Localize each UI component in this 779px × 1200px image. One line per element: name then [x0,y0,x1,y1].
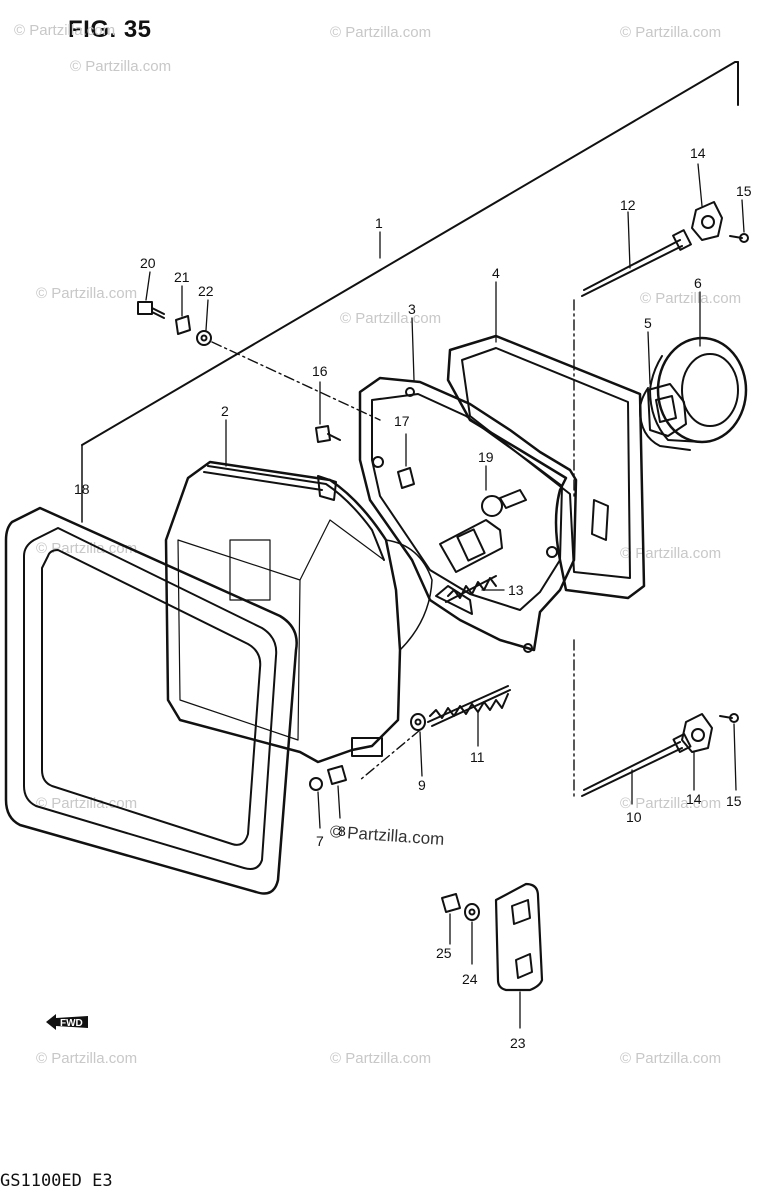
sealed-beam-unit [164,460,433,764]
callout-14-upper: 14 [690,145,706,161]
watermark: © Partzilla.com [14,22,116,39]
watermark: © Partzilla.com [36,540,138,557]
assembly-leader-1 [81,61,739,446]
headlight-bulb [439,489,527,573]
watermark: © Partzilla.com [620,545,722,562]
forward-arrow-icon: FWD [46,1014,88,1030]
callout-15-lower: 15 [726,793,742,809]
model-code: GS1100ED E3 [0,1171,113,1191]
nut-25 [441,893,461,913]
callout-9: 9 [418,777,426,793]
washer-9 [410,713,426,731]
callout-16: 16 [312,363,328,379]
housing-cover [639,336,748,451]
watermark: © Partzilla.com [620,1050,722,1067]
callout-20: 20 [140,255,156,271]
callout-11: 11 [470,749,485,765]
forward-arrow-label: FWD [60,1018,83,1029]
watermark: © Partzilla.com [70,58,172,75]
screw-upper [729,233,749,243]
callout-leaders [145,163,745,1029]
nut-upper [691,201,723,241]
screw-lower [719,713,739,723]
callout-25: 25 [436,945,452,961]
watermark: © Partzilla.com [36,285,138,302]
callout-22: 22 [198,283,214,299]
nut-17 [397,467,415,489]
washer-21 [175,315,191,335]
callout-1: 1 [375,215,383,231]
adjusting-spring-13 [445,575,497,603]
callout-3: 3 [408,301,416,317]
callout-4: 4 [492,265,500,281]
headlight-rim [4,444,298,895]
washer-22 [196,330,212,346]
washer-24 [464,903,480,921]
bolt-20 [137,301,165,319]
watermark: © Partzilla.com [620,24,722,41]
watermark: © Partzilla.com [640,290,742,307]
figure-title: FIG. 35 [68,16,152,43]
long-bolt-upper [581,229,692,297]
adjusting-spring-11 [427,685,511,727]
rear-frame [446,334,646,600]
callout-7: 7 [316,833,324,849]
callout-23: 23 [510,1035,526,1051]
screw-16 [315,425,341,443]
callout-24: 24 [462,971,478,987]
callout-17: 17 [394,413,410,429]
nut-lower [681,713,713,753]
callout-10: 10 [626,809,642,825]
watermark: © Partzilla.com [330,1050,432,1067]
callout-13: 13 [508,582,524,598]
callout-15-upper: 15 [736,183,752,199]
plate-23 [494,882,544,992]
callout-8: 8 [338,823,346,839]
callout-5: 5 [644,315,652,331]
long-bolt-lower [581,733,692,797]
callout-12: 12 [620,197,636,213]
watermark: © Partzilla.com [620,795,722,812]
mounting-ring [358,376,578,653]
watermark: © Partzilla.com [36,795,138,812]
watermark: © Partzilla.com [36,1050,138,1067]
callout-18: 18 [74,481,90,497]
callout-14-lower: 14 [686,791,702,807]
callout-21: 21 [174,269,190,285]
callout-6: 6 [694,275,702,291]
nut-7 [309,777,323,791]
watermark: © Partzilla.com [340,310,442,327]
nut-8 [327,765,347,785]
leader-lines [211,299,575,801]
callout-2: 2 [221,403,229,419]
callout-19: 19 [478,449,494,465]
watermark: © Partzilla.com [330,24,432,41]
adjuster-bracket [647,383,687,437]
